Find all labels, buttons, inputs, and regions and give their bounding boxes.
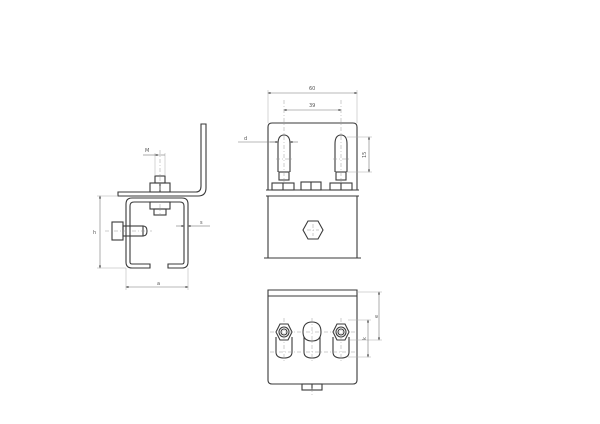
label-offset-k: k: [362, 337, 368, 340]
bottom-view: e k: [267, 289, 382, 396]
side-view: M h a s: [93, 123, 210, 290]
label-slot-spacing: 39: [309, 103, 315, 109]
label-overall-width: 60: [309, 86, 315, 92]
front-view: 60 39 d 15: [238, 86, 372, 259]
label-thread-m: M: [145, 148, 149, 154]
label-slot-length: 15: [362, 152, 368, 158]
label-height-h: h: [93, 230, 96, 236]
label-offset-e: e: [374, 315, 380, 318]
label-thickness-s: s: [200, 220, 203, 226]
label-slot-diameter: d: [244, 136, 247, 142]
label-width-a: a: [157, 281, 160, 287]
